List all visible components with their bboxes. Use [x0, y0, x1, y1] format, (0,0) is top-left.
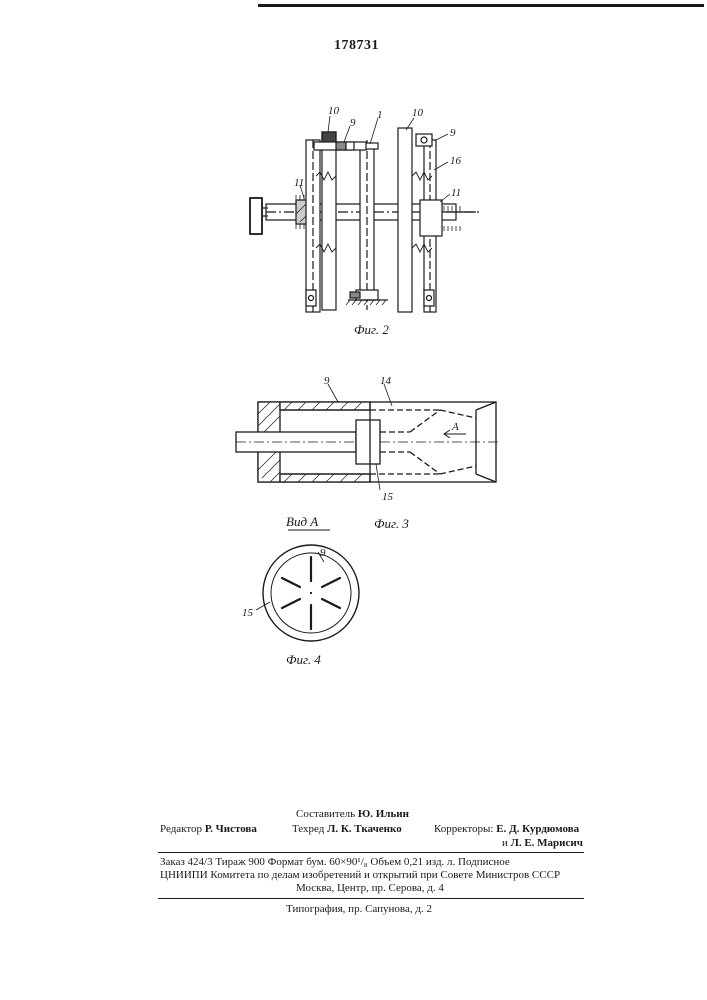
techred-label: Техред — [292, 823, 324, 835]
institute-line: ЦНИИПИ Комитета по делам изобретений и о… — [160, 869, 560, 882]
compiler-label: Составитель — [296, 808, 355, 820]
fig4-title: Вид А — [286, 514, 318, 529]
imprint-rule-2 — [158, 898, 584, 899]
correctors-line: Корректоры: Е. Д. Курдюмова — [434, 823, 579, 836]
order-line: Заказ 424/3 Тираж 900 Формат бум. 60×90¹… — [160, 856, 510, 869]
editor-line: Редактор Р. Чистова — [160, 823, 257, 836]
editor-label: Редактор — [160, 823, 202, 835]
techred-line: Техред Л. К. Ткаченко — [292, 823, 402, 836]
address-line: Москва, Центр, пр. Серова, д. 4 — [296, 882, 444, 895]
corrector-2: Л. Е. Марисич — [511, 837, 583, 849]
techred-name: Л. К. Ткаченко — [327, 823, 402, 835]
fig4-label-15: 15 — [242, 607, 254, 619]
imprint-rule-1 — [158, 852, 584, 853]
corrector-2-prefix: и — [502, 837, 508, 849]
corrector-2-line: и Л. Е. Марисич — [502, 837, 583, 850]
fig4-label-9: 9 — [320, 547, 326, 559]
compiler-line: Составитель Ю. Ильин — [296, 808, 409, 821]
editor-name: Р. Чистова — [205, 823, 257, 835]
printing-line: Типография, пр. Сапунова, д. 2 — [286, 903, 432, 916]
correctors-label: Корректоры: — [434, 823, 493, 835]
compiler-name: Ю. Ильин — [358, 808, 409, 820]
fig4-caption: Фиг. 4 — [286, 652, 321, 667]
corrector-1: Е. Д. Курдюмова — [496, 823, 579, 835]
